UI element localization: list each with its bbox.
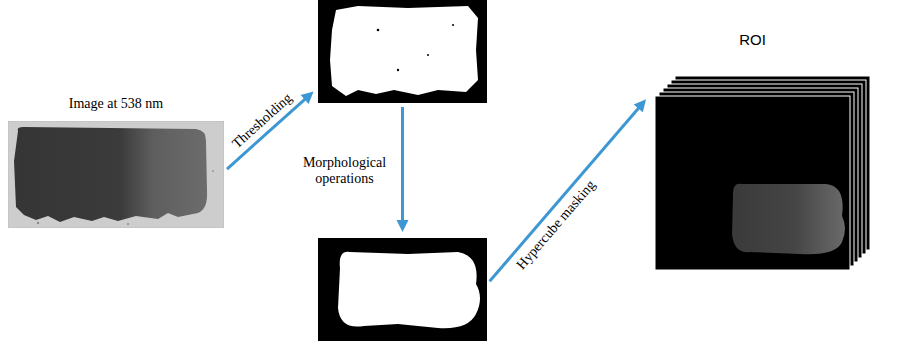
image-node: ROI — [650, 30, 872, 270]
hypercube-stack — [650, 56, 872, 270]
spectral-image — [8, 121, 224, 228]
image-node: Image at 538 nm — [8, 94, 224, 228]
image-frame — [8, 121, 224, 228]
threshold-image — [318, 0, 487, 103]
image-node — [318, 238, 487, 341]
step-label: Thresholding — [230, 90, 296, 152]
band-layer — [655, 96, 850, 270]
image-heading: Image at 538 nm — [8, 94, 224, 114]
image-background — [8, 121, 224, 228]
step-label: Morphological operations — [295, 155, 395, 187]
mask-shape — [338, 252, 480, 328]
step-label: Hypercube masking — [513, 177, 598, 273]
sample-shape — [14, 127, 207, 222]
arrow-head — [397, 220, 409, 232]
arrow-head — [634, 99, 646, 112]
image-node — [318, 0, 487, 103]
roi-region — [732, 184, 845, 255]
image-background — [318, 0, 487, 103]
image-heading: ROI — [650, 30, 855, 50]
flow-arrow — [401, 107, 404, 221]
mask-shape — [330, 6, 478, 96]
arrow-head — [301, 92, 314, 104]
morphology-image — [318, 238, 487, 341]
image-background — [318, 238, 487, 341]
flow-arrow — [490, 108, 639, 282]
